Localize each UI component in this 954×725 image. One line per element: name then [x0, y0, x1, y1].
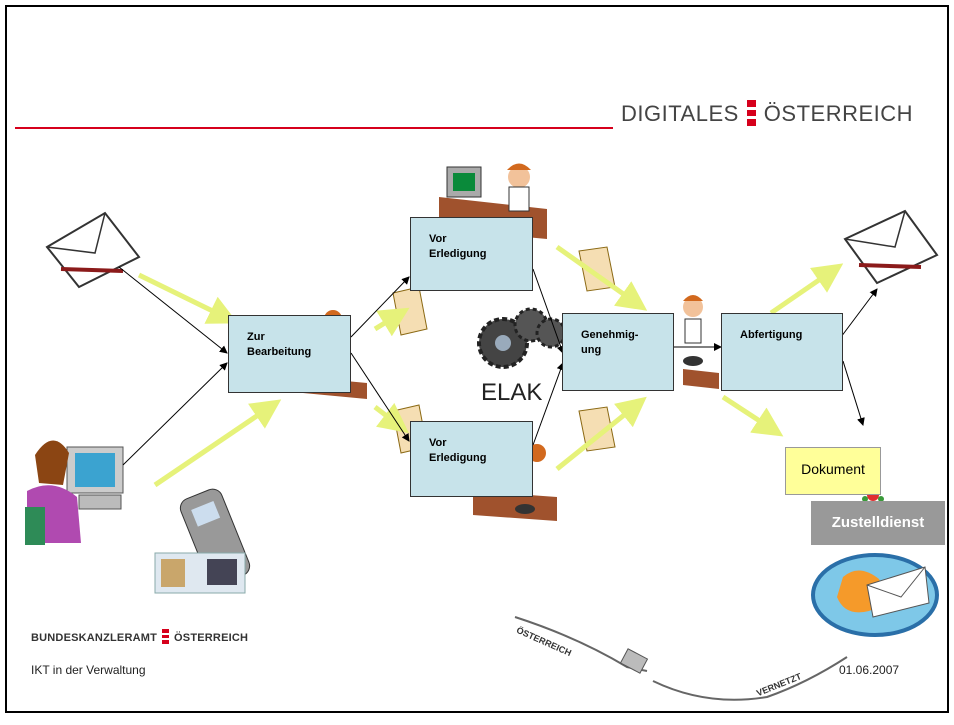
org-right-text: ÖSTERREICH	[174, 632, 249, 644]
folder-icon	[392, 286, 428, 336]
black-flow-arrows	[118, 266, 878, 466]
org-separator-icon	[162, 629, 170, 644]
incoming-mail-icon	[45, 211, 141, 289]
footer-subtitle: IKT in der Verwaltung	[31, 663, 146, 677]
brand-separator-icon	[746, 100, 756, 126]
footer-date: 01.06.2007	[839, 663, 900, 677]
zustelldienst-label: Zustelldienst	[811, 501, 945, 545]
gears-icon	[477, 307, 567, 369]
yellow-flow-arrows	[137, 244, 844, 488]
brand-right-text: ÖSTERREICH	[763, 101, 914, 126]
network-cable-illustration	[514, 616, 848, 701]
box-genehmigung: Genehmig- ung	[562, 313, 674, 391]
citizen-computer-illustration	[25, 440, 124, 545]
box-vor-erledigung-top: Vor Erledigung	[410, 217, 533, 291]
folder-icon	[578, 406, 616, 452]
outgoing-mail-icon	[843, 209, 939, 285]
brand-logo: DIGITALES ÖSTERREICH	[621, 100, 913, 127]
desk-approval-illustration	[683, 295, 719, 389]
id-card-icon	[154, 552, 246, 594]
box-zur-bearbeitung: Zur Bearbeitung	[228, 315, 351, 393]
elak-label: ELAK	[481, 379, 543, 406]
delivery-service-logo	[811, 553, 939, 637]
header-rule	[15, 127, 613, 129]
brand-left-text: DIGITALES	[621, 101, 739, 126]
org-left-text: BUNDESKANZLERAMT	[31, 632, 158, 644]
organization-logo: BUNDESKANZLERAMT ÖSTERREICH	[31, 629, 248, 644]
slide: DIGITALES ÖSTERREICH	[5, 5, 949, 713]
box-vor-erledigung-bottom: Vor Erledigung	[410, 421, 533, 497]
workflow-diagram	[25, 163, 939, 701]
box-abfertigung: Abfertigung	[721, 313, 843, 391]
dokument-label: Dokument	[785, 447, 881, 495]
